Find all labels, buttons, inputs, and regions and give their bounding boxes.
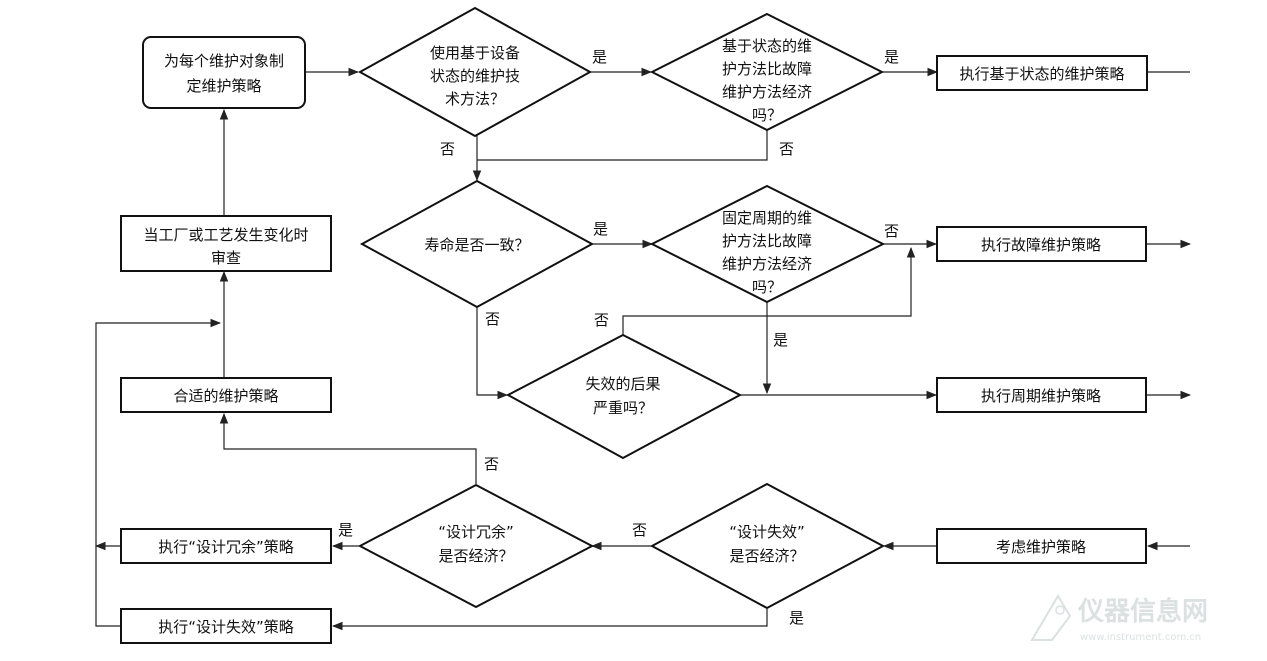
- label-no-conseq: 否: [594, 311, 609, 329]
- node-line: 执行“设计冗余”策略: [158, 538, 294, 556]
- node-line: 吗？: [752, 106, 782, 124]
- decision-fixed-period-economic: 固定周期的维 护方法比故障 维护方法经济 吗？: [649, 184, 886, 304]
- decision-life-consistent: 寿命是否一致？: [359, 179, 595, 309]
- label-yes-fixed: 是: [773, 331, 788, 349]
- watermark-title: 仪器信息网: [1077, 596, 1208, 627]
- node-line: 使用基于设备: [430, 44, 520, 62]
- edge-failure-yes: [331, 609, 768, 631]
- node-line: 严重吗？: [593, 399, 653, 417]
- node-line: 考虑维护策略: [996, 538, 1086, 556]
- node-line: 审查: [211, 249, 241, 267]
- label-no-cbm: 否: [440, 140, 455, 158]
- decision-condition-based-technique: 使用基于设备 状态的维护技 术方法？: [357, 6, 593, 138]
- proper-strategy-box: 合适的维护策略: [120, 377, 332, 413]
- node-line: “设计冗余”: [438, 523, 514, 541]
- node-line: 是否经济？: [729, 547, 804, 565]
- decision-design-redundancy: “设计冗余” 是否经济？: [357, 483, 595, 609]
- node-line: 维护方法经济: [722, 255, 812, 273]
- edge-conseq-no: [622, 246, 916, 335]
- node-line: 执行“设计失效”策略: [158, 618, 294, 636]
- connectors: [94, 67, 1192, 631]
- edge-labels: 是 是 否 否 是 否 否 否 是 否 是 否 是: [338, 48, 899, 627]
- decision-failure-consequence: 失效的后果 严重吗？: [505, 333, 743, 460]
- decision-design-failure: “设计失效” 是否经济？: [649, 482, 886, 610]
- node-line: 护方法比故障: [722, 60, 812, 78]
- node-line: 执行周期维护策略: [981, 387, 1101, 405]
- label-no-life: 否: [485, 310, 500, 328]
- exec-periodic-strategy: 执行周期维护策略: [936, 377, 1147, 413]
- edge-cbm-econ-no: [477, 129, 768, 161]
- watermark: 仪器信息网 www.instrument.com.cn: [1030, 594, 1208, 643]
- node-line: 失效的后果: [585, 375, 660, 393]
- label-yes-cbm-econ: 是: [884, 48, 899, 66]
- node-line: 基于状态的维: [722, 37, 812, 55]
- label-no-failure: 否: [632, 521, 647, 539]
- label-yes-life: 是: [593, 220, 608, 238]
- node-line: 执行故障维护策略: [981, 236, 1101, 254]
- label-no-cbm-econ: 否: [779, 140, 794, 158]
- node-line: 合适的维护策略: [173, 387, 278, 405]
- node-line: 术方法？: [445, 90, 505, 108]
- nodes: 为每个维护对象制 定维护策略 使用基于设备 状态的维护技 术方法？ 基于状态的维…: [120, 6, 1148, 644]
- exec-fault-strategy: 执行故障维护策略: [936, 226, 1147, 262]
- start-box: 为每个维护对象制 定维护策略: [142, 36, 306, 109]
- label-no-redund: 否: [484, 455, 499, 473]
- node-line: 执行基于状态的维护策略: [959, 65, 1124, 83]
- watermark-logo-icon: [1030, 594, 1072, 641]
- node-line: 寿命是否一致？: [424, 236, 529, 254]
- label-yes-redund: 是: [338, 521, 353, 539]
- exec-design-redundancy-strategy: 执行“设计冗余”策略: [120, 528, 332, 564]
- decision-condition-based-economic: 基于状态的维 护方法比故障 维护方法经济 吗？: [649, 12, 885, 132]
- node-line: 维护方法经济: [722, 83, 812, 101]
- node-line: “设计失效”: [729, 523, 805, 541]
- label-yes-cbm: 是: [592, 48, 607, 66]
- node-line: 定维护策略: [186, 77, 261, 95]
- node-line: 固定周期的维: [722, 209, 812, 227]
- edge-left-rail: [95, 318, 222, 627]
- exec-design-failure-strategy: 执行“设计失效”策略: [120, 608, 332, 644]
- node-line: 当工厂或工艺发生变化时: [143, 226, 308, 244]
- edge-redund-no: [219, 412, 477, 484]
- consider-strategy-box: 考虑维护策略: [936, 528, 1147, 564]
- watermark-url: www.instrument.com.cn: [1080, 632, 1201, 643]
- node-line: 为每个维护对象制: [164, 52, 284, 70]
- exec-condition-based-strategy: 执行基于状态的维护策略: [936, 55, 1148, 91]
- node-line: 是否经济？: [438, 547, 513, 565]
- label-no-fixed: 否: [884, 222, 899, 240]
- node-line: 吗？: [752, 278, 782, 296]
- node-line: 护方法比故障: [722, 232, 812, 250]
- edge-life-no: [476, 306, 509, 400]
- node-line: 状态的维护技: [430, 67, 520, 85]
- review-box: 当工厂或工艺发生变化时 审查: [120, 215, 332, 272]
- label-yes-failure: 是: [789, 609, 804, 627]
